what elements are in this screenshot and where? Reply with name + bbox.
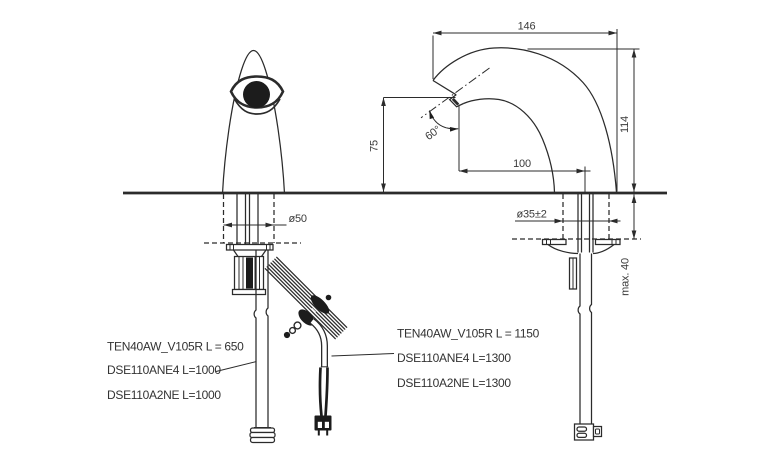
dimension-146: 146 [432, 21, 618, 192]
model-label-left-1: TEN40AW_V105R L = 650 [107, 340, 244, 354]
dim-label-146: 146 [518, 21, 536, 33]
corrugated-hose [264, 256, 348, 340]
bracket-hatch [546, 239, 617, 245]
dim-label-75: 75 [369, 140, 381, 152]
fitting-slot-1 [576, 426, 588, 432]
side-view-installation [512, 194, 641, 441]
hose-end-ridge-1 [249, 427, 276, 434]
leader-left [215, 361, 257, 372]
model-label-right-1: TEN40AW_V105R L = 1150 [397, 327, 540, 341]
faucet-body-outline [221, 49, 286, 194]
spout-outer-curve [432, 47, 618, 193]
model-label-right-3: DSE110A2NE L=1300 [397, 376, 511, 390]
hole-extension-dashed-right [562, 194, 610, 244]
front-view-faucet [221, 49, 286, 194]
bracket-legs [547, 244, 615, 255]
dimension-dia35: ø35±2 [515, 209, 621, 224]
dimension-60deg: 60° [423, 110, 459, 143]
sensor-cable-assembly [264, 256, 348, 436]
lock-nut-knurling [238, 256, 260, 290]
plug-pins [317, 430, 329, 436]
chain-bead-1 [293, 321, 302, 330]
dimension-max40: max. 40 [620, 194, 637, 296]
angle-arrow-2 [449, 127, 459, 132]
connector-gap [310, 307, 317, 314]
chain-bead-3 [283, 331, 291, 339]
model-label-left-2: DSE110ANE4 L=1000 [107, 363, 221, 377]
lock-nut-dark-band [246, 257, 253, 289]
angle-arrow-1 [429, 110, 435, 120]
dim-label-60deg: 60° [423, 124, 443, 143]
sensor-lens [243, 81, 270, 108]
dimension-dia50: ø50 [223, 213, 307, 228]
threaded-shank-lines [577, 194, 594, 253]
plug-slot-1 [317, 421, 322, 428]
front-view-installation [204, 194, 301, 444]
flange-hatch [229, 244, 271, 250]
inline-connector-male [310, 295, 330, 314]
plug-slot-2 [324, 421, 329, 428]
supply-pipe-right [577, 253, 593, 424]
bracket-flange-right [594, 238, 621, 246]
chain-bead-2 [288, 326, 297, 335]
model-label-left-3: DSE110A2NE L=1000 [107, 388, 221, 402]
dimension-114: 114 [527, 48, 640, 192]
aerator-shade [451, 97, 460, 106]
dim-label-100: 100 [513, 158, 531, 170]
mounting-shank-lines [236, 194, 259, 245]
lock-nut-lip [231, 288, 267, 296]
fitting-tab-slot [595, 428, 600, 435]
spout-inner-curve [463, 98, 556, 193]
supply-hose [253, 250, 269, 427]
dimension-75: 75 [369, 97, 456, 192]
spout-face [432, 79, 457, 96]
dim-100-extension-lines [458, 104, 586, 193]
connector-nub [325, 294, 332, 301]
model-label-right-2: DSE110ANE4 L=1300 [397, 351, 511, 365]
model-labels-right: TEN40AW_V105R L = 1150 DSE110ANE4 L=1300… [397, 327, 540, 391]
hose-end-ridge-2 [249, 431, 276, 439]
fitting-tab [592, 425, 603, 438]
dim-label-dia50: ø50 [289, 213, 307, 225]
dim-label-114: 114 [619, 116, 631, 133]
hose-end-ridge-3 [249, 436, 276, 444]
mounting-flange [225, 243, 274, 251]
model-labels-left: TEN40AW_V105R L = 650 DSE110ANE4 L=1000 … [107, 340, 244, 403]
bracket-flange-left [541, 238, 567, 246]
dim-146-extension-lines [432, 29, 618, 192]
inline-connector-female [298, 309, 315, 326]
side-view-faucet [420, 47, 618, 193]
leader-right [331, 353, 395, 357]
cable-wires [318, 367, 329, 417]
spout-centerline [420, 67, 490, 119]
sensor-lower-lip [233, 98, 281, 115]
cable-sheath-core [310, 319, 327, 367]
fitting-slot-2 [576, 432, 588, 439]
dim-label-max40: max. 40 [620, 258, 632, 296]
dimension-100: 100 [458, 104, 591, 193]
hole-extension-dashed [222, 194, 275, 243]
flange-taper [232, 249, 267, 257]
dim-label-dia35: ø35±2 [517, 209, 547, 221]
